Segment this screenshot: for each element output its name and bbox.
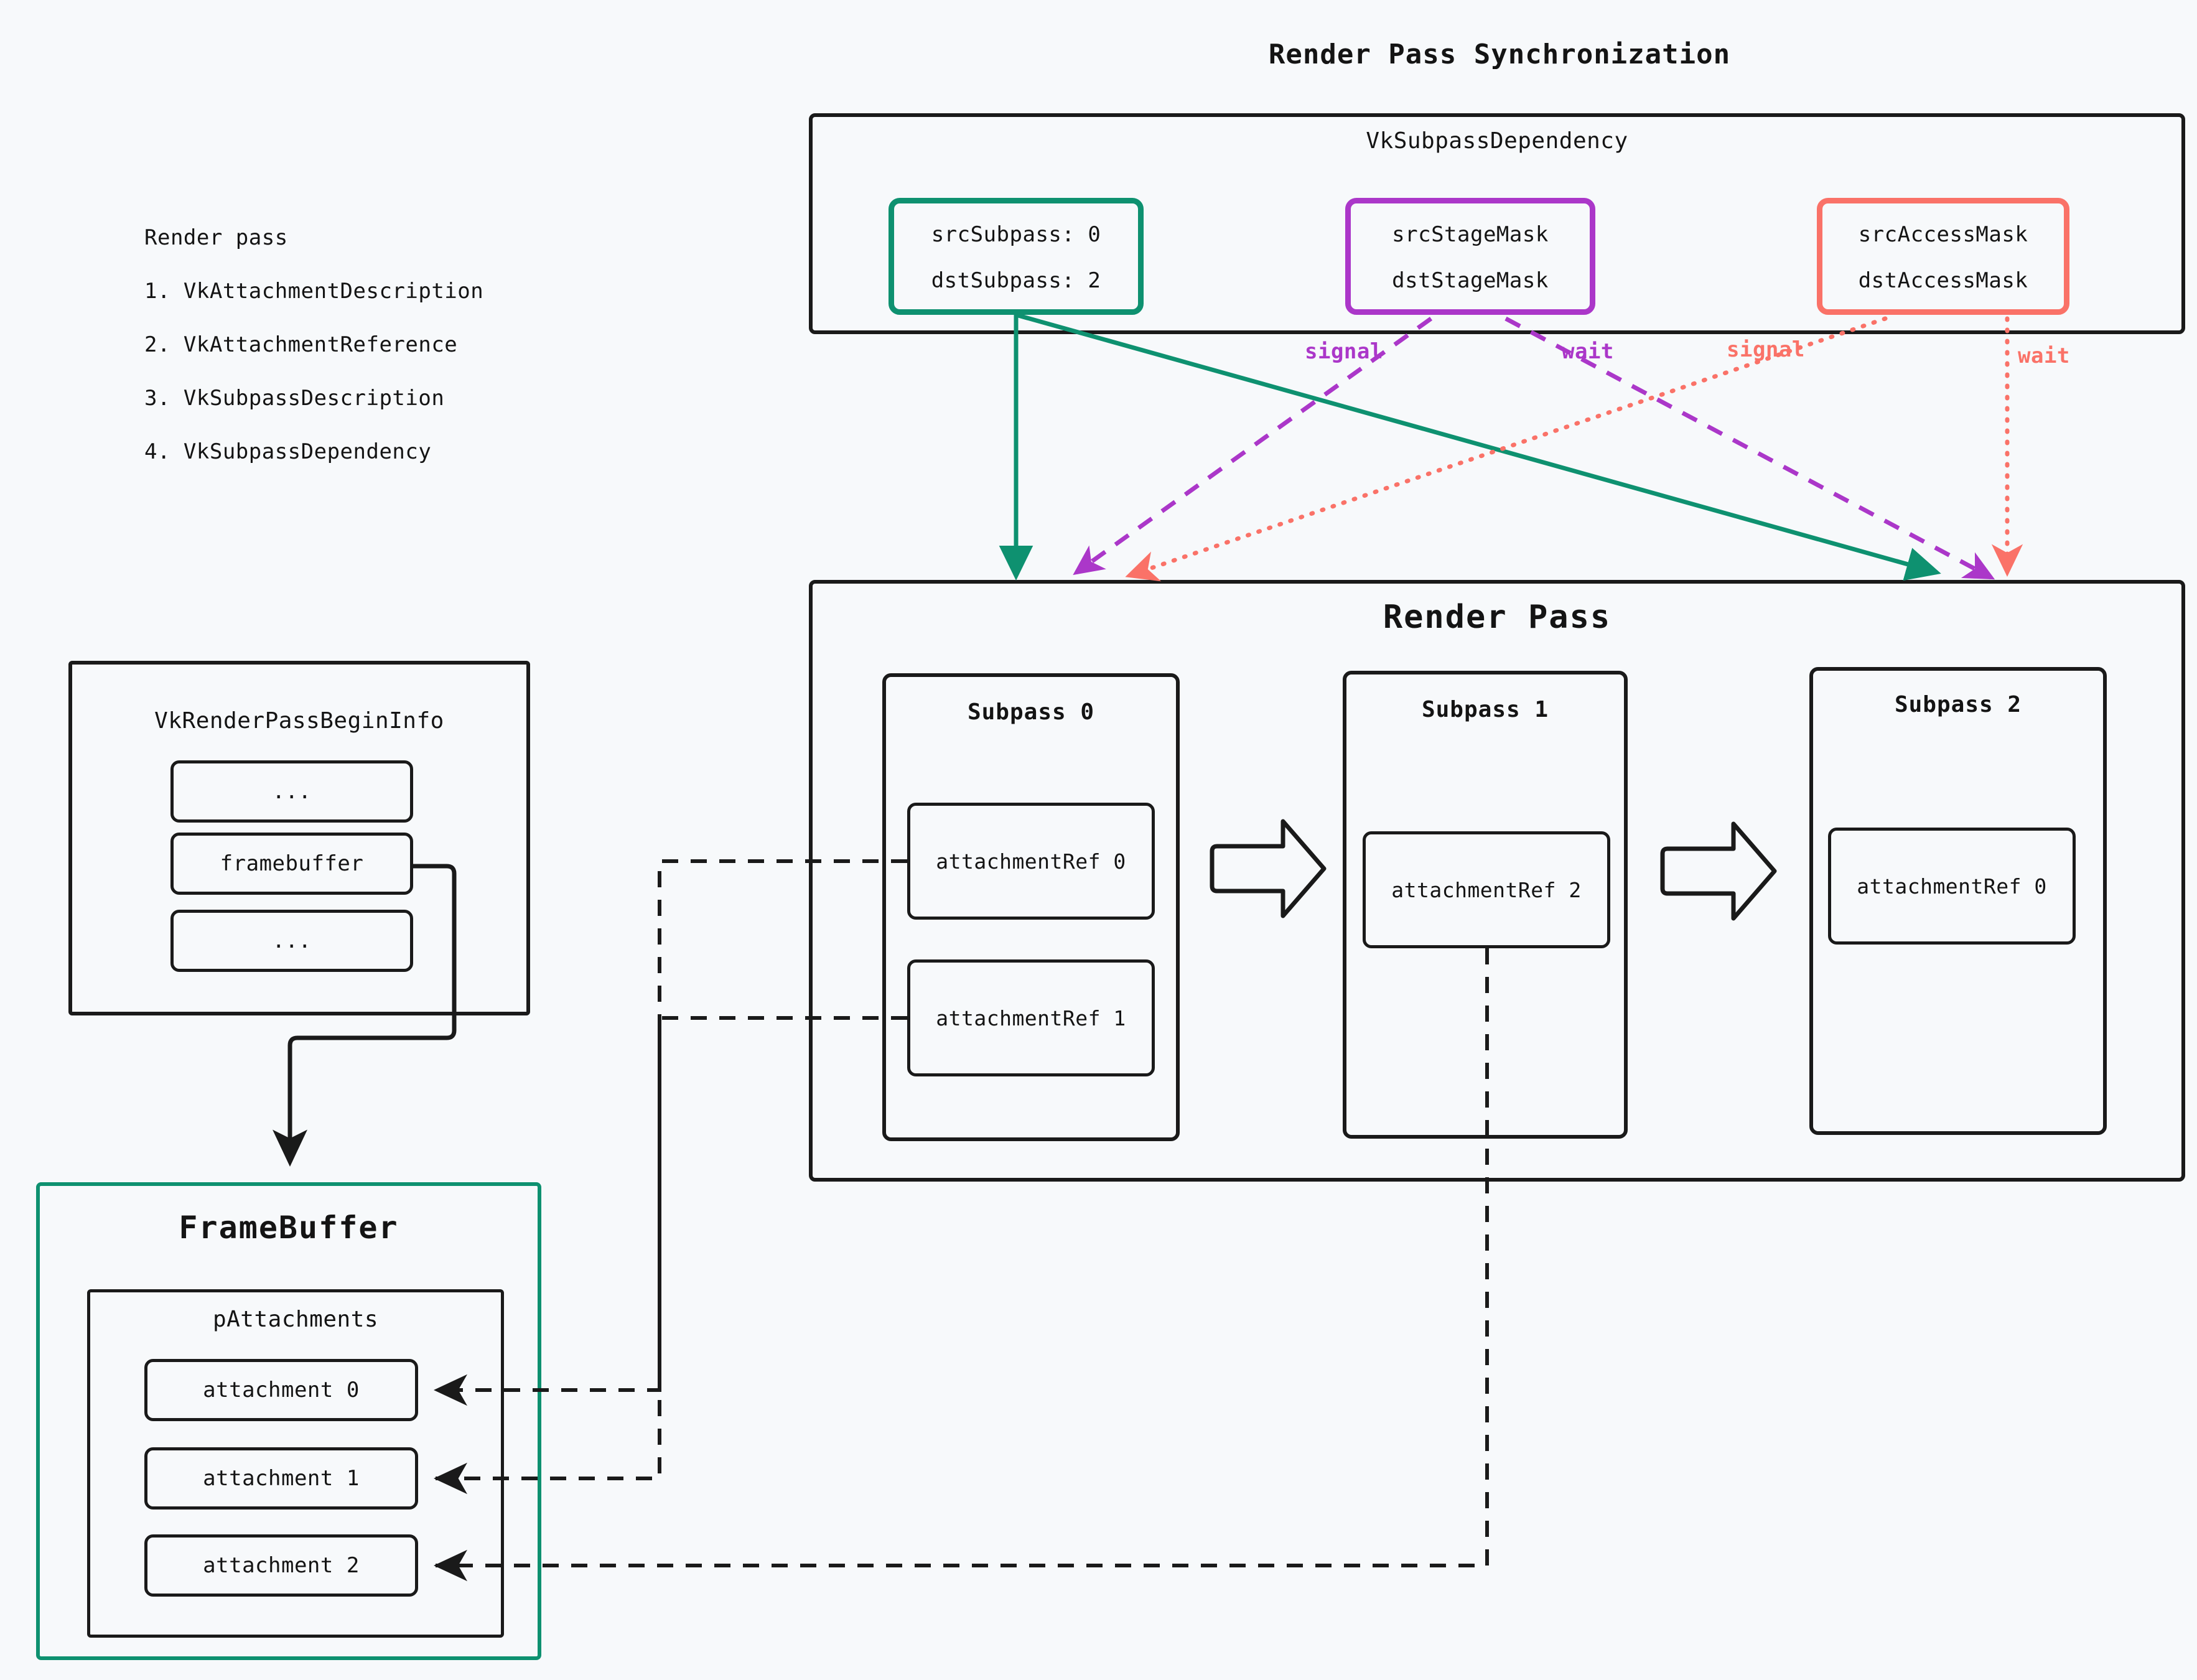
- edge-label-signal-access: signal: [1727, 337, 1805, 362]
- framebuffer-attachment-2[interactable]: attachment 2: [144, 1534, 418, 1597]
- page-title: Render Pass Synchronization: [1268, 39, 1731, 70]
- edge-label-wait-stage: wait: [1562, 339, 1614, 364]
- subpass-dependency-box-subpass-indices[interactable]: srcSubpass: 0 dstSubpass: 2: [889, 198, 1144, 315]
- src-stage-mask-label: srcStageMask: [1392, 222, 1549, 247]
- legend-heading: Render pass: [144, 225, 288, 250]
- begin-info-field-ellipsis-top[interactable]: ...: [170, 760, 413, 823]
- legend-block: Render pass 1. VkAttachmentDescription 2…: [144, 199, 483, 490]
- subpass-0-attachment-ref-1[interactable]: attachmentRef 1: [907, 959, 1155, 1076]
- subpass-dependency-box-stage-masks[interactable]: srcStageMask dstStageMask: [1345, 198, 1595, 315]
- subpass-0-attachment-ref-0[interactable]: attachmentRef 0: [907, 803, 1155, 920]
- render-pass-begin-info-title: VkRenderPassBeginInfo: [154, 708, 444, 734]
- dst-stage-mask-label: dstStageMask: [1392, 268, 1549, 293]
- subpass-1-attachment-ref-2[interactable]: attachmentRef 2: [1363, 831, 1610, 948]
- framebuffer-attachment-0[interactable]: attachment 0: [144, 1359, 418, 1421]
- src-access-mask-label: srcAccessMask: [1858, 222, 2028, 247]
- legend-item-4: 4. VkSubpassDependency: [144, 439, 432, 464]
- begin-info-field-framebuffer[interactable]: framebuffer: [170, 833, 413, 895]
- p-attachments-title: pAttachments: [212, 1307, 379, 1332]
- legend-item-3: 3. VkSubpassDescription: [144, 386, 445, 411]
- render-pass-title: Render Pass: [1383, 599, 1612, 636]
- subpass-2-attachment-ref-0[interactable]: attachmentRef 0: [1828, 828, 2076, 945]
- dst-access-mask-label: dstAccessMask: [1858, 268, 2028, 293]
- legend-item-1: 1. VkAttachmentDescription: [144, 279, 484, 304]
- subpass-1-title: Subpass 1: [1421, 697, 1549, 722]
- edge-label-wait-access: wait: [2018, 343, 2070, 368]
- subpass-dependency-box-access-masks[interactable]: srcAccessMask dstAccessMask: [1817, 198, 2069, 315]
- framebuffer-title: FrameBuffer: [179, 1210, 399, 1246]
- legend-item-2: 2. VkAttachmentReference: [144, 332, 458, 357]
- edge-label-signal-stage: signal: [1305, 339, 1383, 364]
- subpass-0-title: Subpass 0: [967, 699, 1095, 725]
- src-subpass-value: srcSubpass: 0: [931, 222, 1101, 247]
- begin-info-field-ellipsis-bottom[interactable]: ...: [170, 910, 413, 972]
- dst-subpass-value: dstSubpass: 2: [931, 268, 1101, 293]
- subpass-2-title: Subpass 2: [1894, 692, 2022, 717]
- framebuffer-attachment-1[interactable]: attachment 1: [144, 1447, 418, 1510]
- subpass-dependency-title: VkSubpassDependency: [1366, 128, 1628, 154]
